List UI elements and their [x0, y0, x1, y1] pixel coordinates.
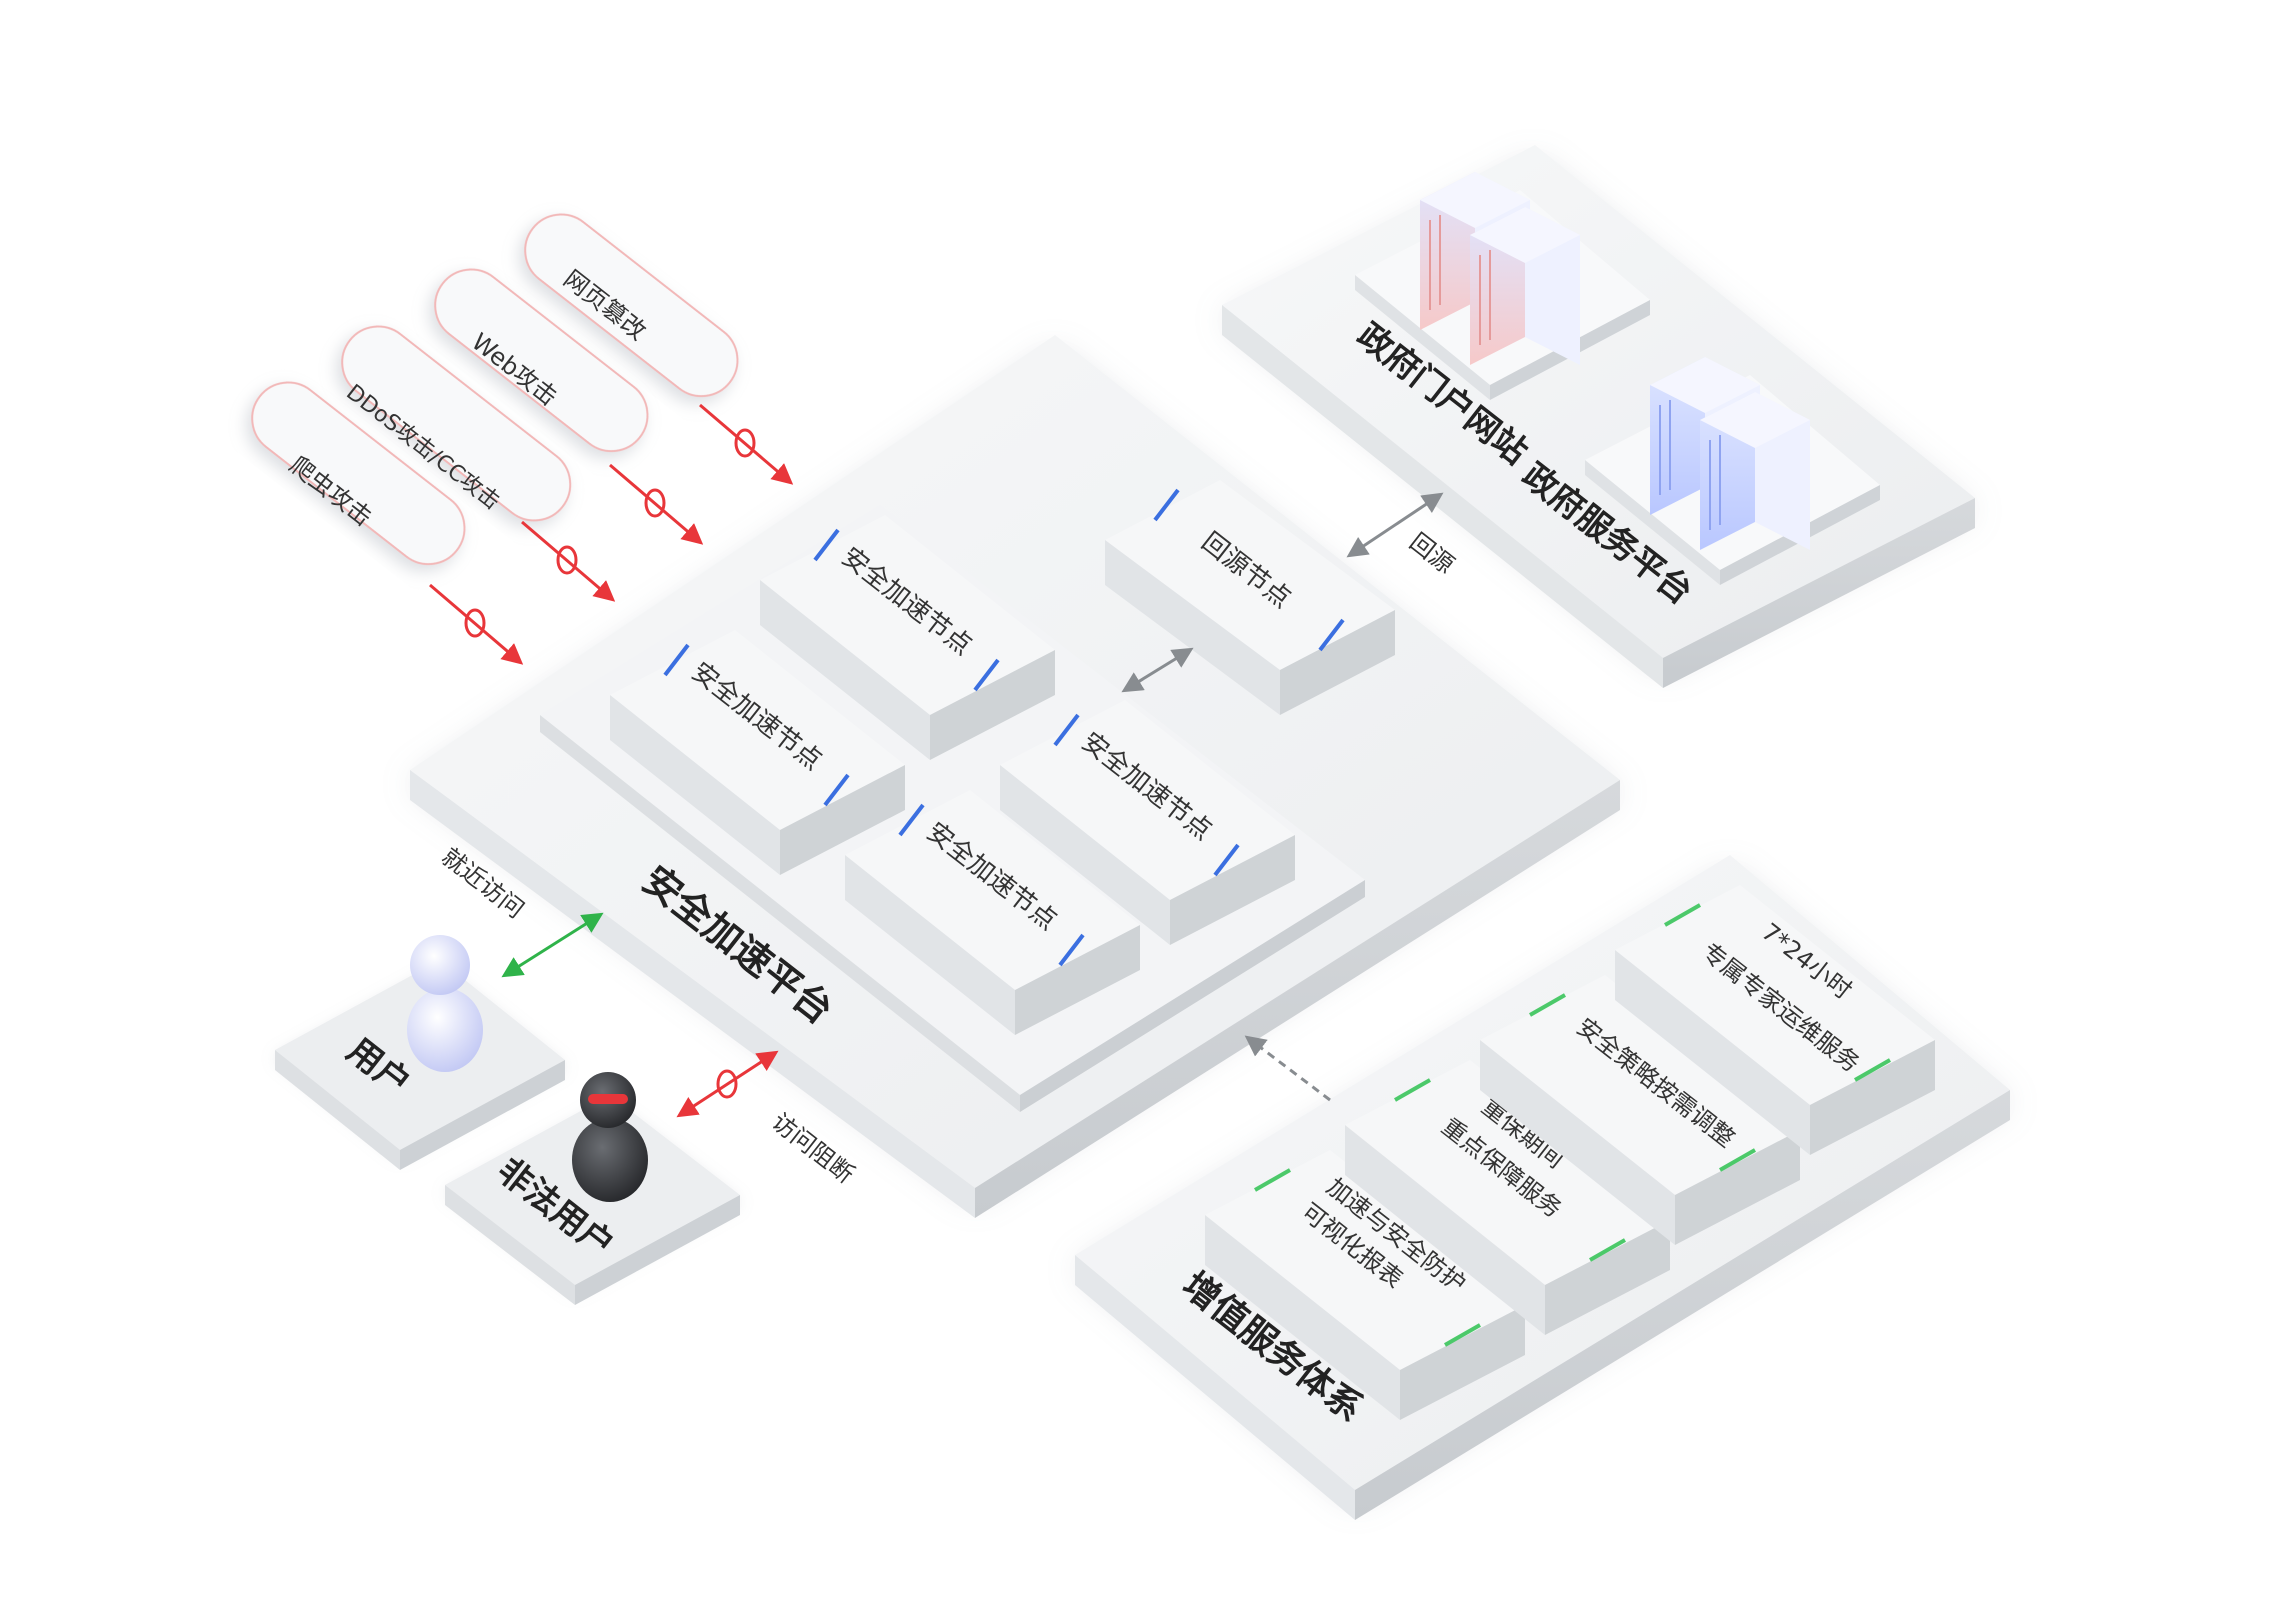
portal-server-icon: [1420, 172, 1580, 365]
back-to-origin-arrow: [1346, 492, 1444, 558]
node-origin-arrow: [1121, 647, 1194, 693]
attack-arrows: [429, 403, 794, 665]
node-block: 安全加速节点: [1000, 700, 1295, 945]
service-block: 安全策略按需调整: [1480, 975, 1800, 1245]
node-block: 安全加速节点: [610, 630, 905, 875]
block-icon: [716, 1069, 738, 1099]
value-added-dashed-arrow: [1244, 1035, 1331, 1102]
back-to-origin-label: 回源: [1404, 528, 1459, 580]
access-blocked-arrow: [676, 1050, 779, 1118]
origin-node-block: 回源节点: [1105, 480, 1395, 715]
nearby-access-arrow: [501, 912, 604, 978]
service-block: 重保期间 重点保障服务: [1345, 1060, 1670, 1335]
illegal-user-pad: 非法用户: [445, 1072, 740, 1305]
illegal-user-avatar-icon: [572, 1072, 648, 1202]
user-avatar-icon: [407, 935, 483, 1072]
user-pad: 用户: [275, 935, 565, 1170]
service-server-icon: [1650, 357, 1810, 550]
